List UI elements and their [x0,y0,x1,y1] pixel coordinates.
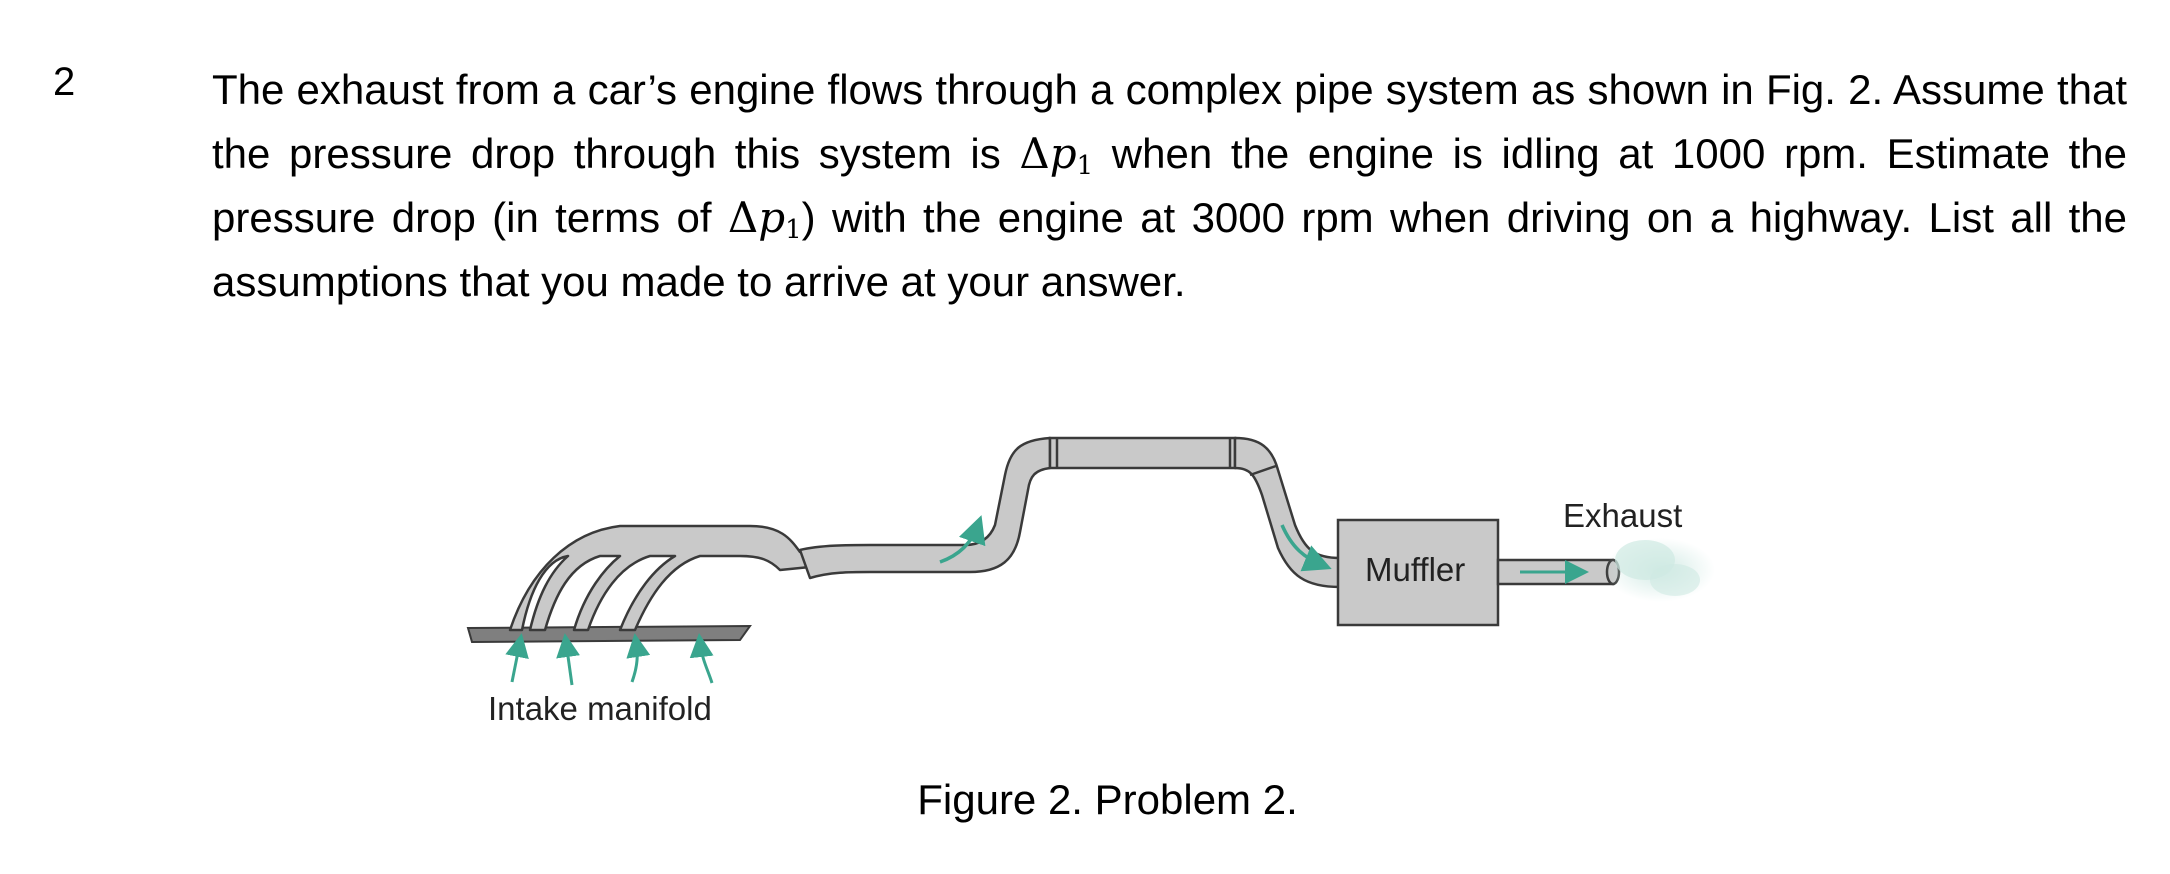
intake-arrow-3 [626,633,651,683]
muffler-label: Muffler [1365,551,1466,588]
intake-arrow-1 [505,633,529,683]
intake-arrow-2 [556,633,580,686]
exhaust-pipe-segment-1 [798,436,1052,580]
pipe-flow-arrow-2 [1280,524,1332,572]
delta-p1-symbol: Δp1 [1019,129,1094,181]
problem-text-part1: The exhaust from a car’s engine flows th… [212,66,2127,177]
pipe-flow-arrow-1 [939,515,986,564]
problem-statement: The exhaust from a car’s engine flows th… [212,58,2127,314]
manifold-body [508,524,832,632]
exhaust-pipe-segment-2 [1233,436,1342,589]
figure-caption: Figure 2. Problem 2. [917,776,1298,823]
problem-text-part2: when the engine is idling at 1000 rpm. E… [212,130,2127,241]
problem-text-part3: ) with the engine at 3000 rpm when drivi… [212,194,2127,305]
intake-manifold-label: Intake manifold [488,690,712,727]
exhaust-system-figure: Intake manifold Muffler Exhaust [450,420,1750,740]
problem-number: 2 [53,60,76,104]
exhaust-label: Exhaust [1563,497,1683,534]
exhaust-system-diagram [466,436,1715,686]
delta-p1-symbol-2: Δp1 [727,193,802,245]
intake-arrow-4 [689,633,714,684]
exhaust-pipe-top-segment [1048,436,1237,470]
